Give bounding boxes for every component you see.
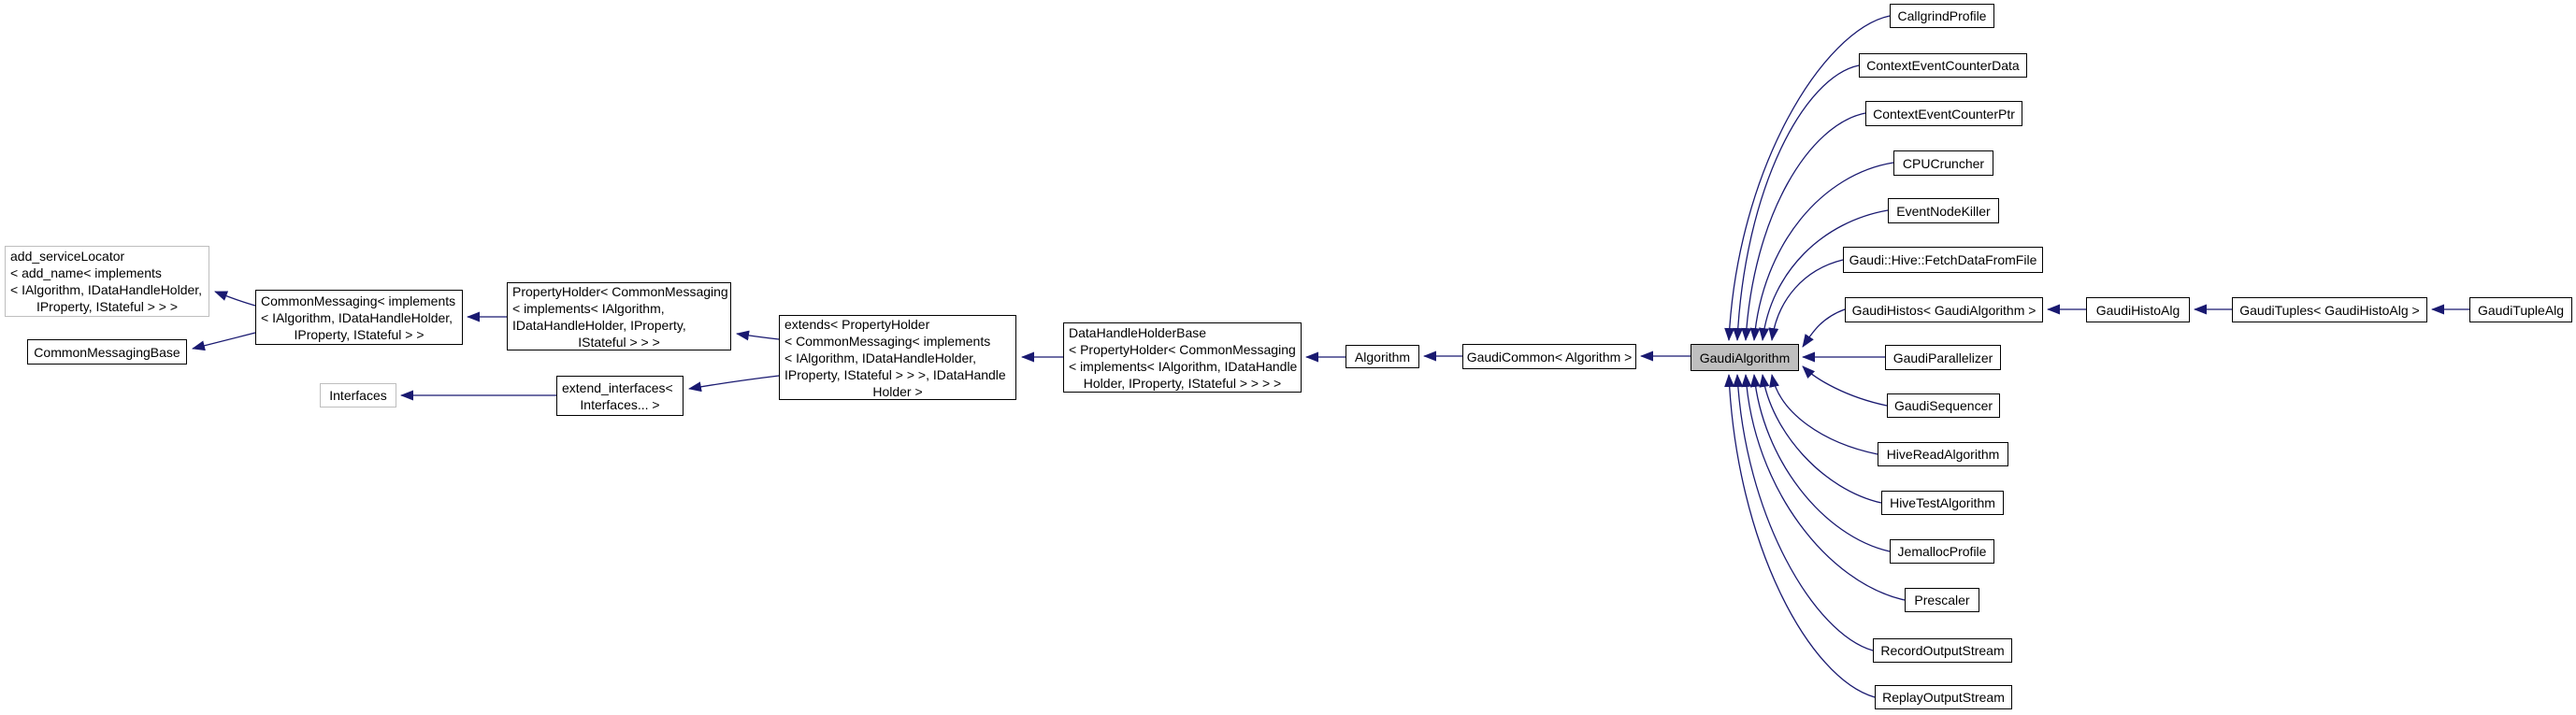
node-commonmessaging[interactable]: CommonMessaging< implements< IAlgorithm,… — [255, 290, 463, 345]
edge-recordoutputstream-to-gaudialgorithm — [1733, 374, 1874, 651]
node-extend-interfaces[interactable]: extend_interfaces<Interfaces... > — [556, 376, 684, 416]
node-datahandleholderbase[interactable]: DataHandleHolderBase< PropertyHolder< Co… — [1063, 322, 1302, 393]
node-gaudituples[interactable]: GaudiTuples< GaudiHistoAlg > — [2232, 297, 2427, 322]
edge-replayoutputstream-to-gaudialgorithm — [1724, 374, 1876, 698]
edge-extends-to-extendinterfaces — [688, 375, 780, 393]
node-gaudituplealg[interactable]: GaudiTupleAlg — [2469, 297, 2572, 322]
node-cpucruncher[interactable]: CPUCruncher — [1893, 150, 1993, 176]
node-contexteventcounterptr[interactable]: ContextEventCounterPtr — [1865, 101, 2022, 126]
node-gaudialgorithm[interactable]: GaudiAlgorithm — [1691, 344, 1799, 371]
edge-hivetestalgorithm-to-gaudialgorithm — [1759, 374, 1882, 504]
node-interfaces: Interfaces — [320, 383, 396, 408]
node-contexteventcounterdata[interactable]: ContextEventCounterData — [1859, 53, 2027, 78]
node-recordoutputstream[interactable]: RecordOutputStream — [1873, 638, 2012, 663]
node-gaudihistoalg[interactable]: GaudiHistoAlg — [2086, 297, 2190, 322]
edge-eventnodekiller-to-gaudialgorithm — [1759, 209, 1889, 341]
edge-contexteventcounterdata-to-gaudialgorithm — [1733, 64, 1860, 341]
node-jemallocprofile[interactable]: JemallocProfile — [1890, 539, 1994, 564]
edge-gaudihistos-to-gaudialgorithm — [1802, 308, 1846, 348]
edge-cpucruncher-to-gaudialgorithm — [1749, 162, 1894, 341]
node-propertyholder[interactable]: PropertyHolder< CommonMessaging< impleme… — [507, 282, 731, 350]
node-algorithm[interactable]: Algorithm — [1346, 345, 1419, 368]
edge-hivereadalgorithm-to-gaudialgorithm — [1769, 374, 1878, 455]
edge-extends-to-propertyholder — [736, 330, 780, 341]
edge-commonmessaging-to-addservicelocator — [214, 291, 256, 307]
edge-gaudisequencer-to-gaudialgorithm — [1802, 365, 1888, 407]
edge-prescaler-to-gaudialgorithm — [1741, 374, 1906, 601]
node-fetchdatafromfile[interactable]: Gaudi::Hive::FetchDataFromFile — [1843, 247, 2043, 273]
node-callgrindprofile[interactable]: CallgrindProfile — [1890, 4, 1994, 28]
node-gaudicommon[interactable]: GaudiCommon< Algorithm > — [1462, 344, 1636, 369]
edge-callgrindprofile-to-gaudialgorithm — [1724, 15, 1891, 341]
node-add-servicelocator: add_serviceLocator< add_name< implements… — [5, 246, 209, 317]
node-replayoutputstream[interactable]: ReplayOutputStream — [1875, 685, 2012, 709]
node-hivetestalgorithm[interactable]: HiveTestAlgorithm — [1881, 491, 2004, 515]
node-extends[interactable]: extends< PropertyHolder< CommonMessaging… — [779, 315, 1016, 400]
node-prescaler[interactable]: Prescaler — [1905, 588, 1979, 612]
edge-contexteventcounterptr-to-gaudialgorithm — [1741, 112, 1866, 341]
node-gaudisequencer[interactable]: GaudiSequencer — [1887, 393, 2000, 418]
edge-commonmessaging-to-commonmessagingbase — [192, 332, 256, 351]
node-hivereadalgorithm[interactable]: HiveReadAlgorithm — [1878, 442, 2008, 466]
node-gaudihistos[interactable]: GaudiHistos< GaudiAlgorithm > — [1845, 297, 2043, 322]
node-gaudiparallelizer[interactable]: GaudiParallelizer — [1885, 345, 2001, 370]
node-eventnodekiller[interactable]: EventNodeKiller — [1888, 198, 1999, 223]
edge-jemallocprofile-to-gaudialgorithm — [1749, 374, 1891, 552]
edge-fetchdatafromfile-to-gaudialgorithm — [1768, 259, 1844, 341]
node-commonmessagingbase[interactable]: CommonMessagingBase — [27, 339, 187, 365]
